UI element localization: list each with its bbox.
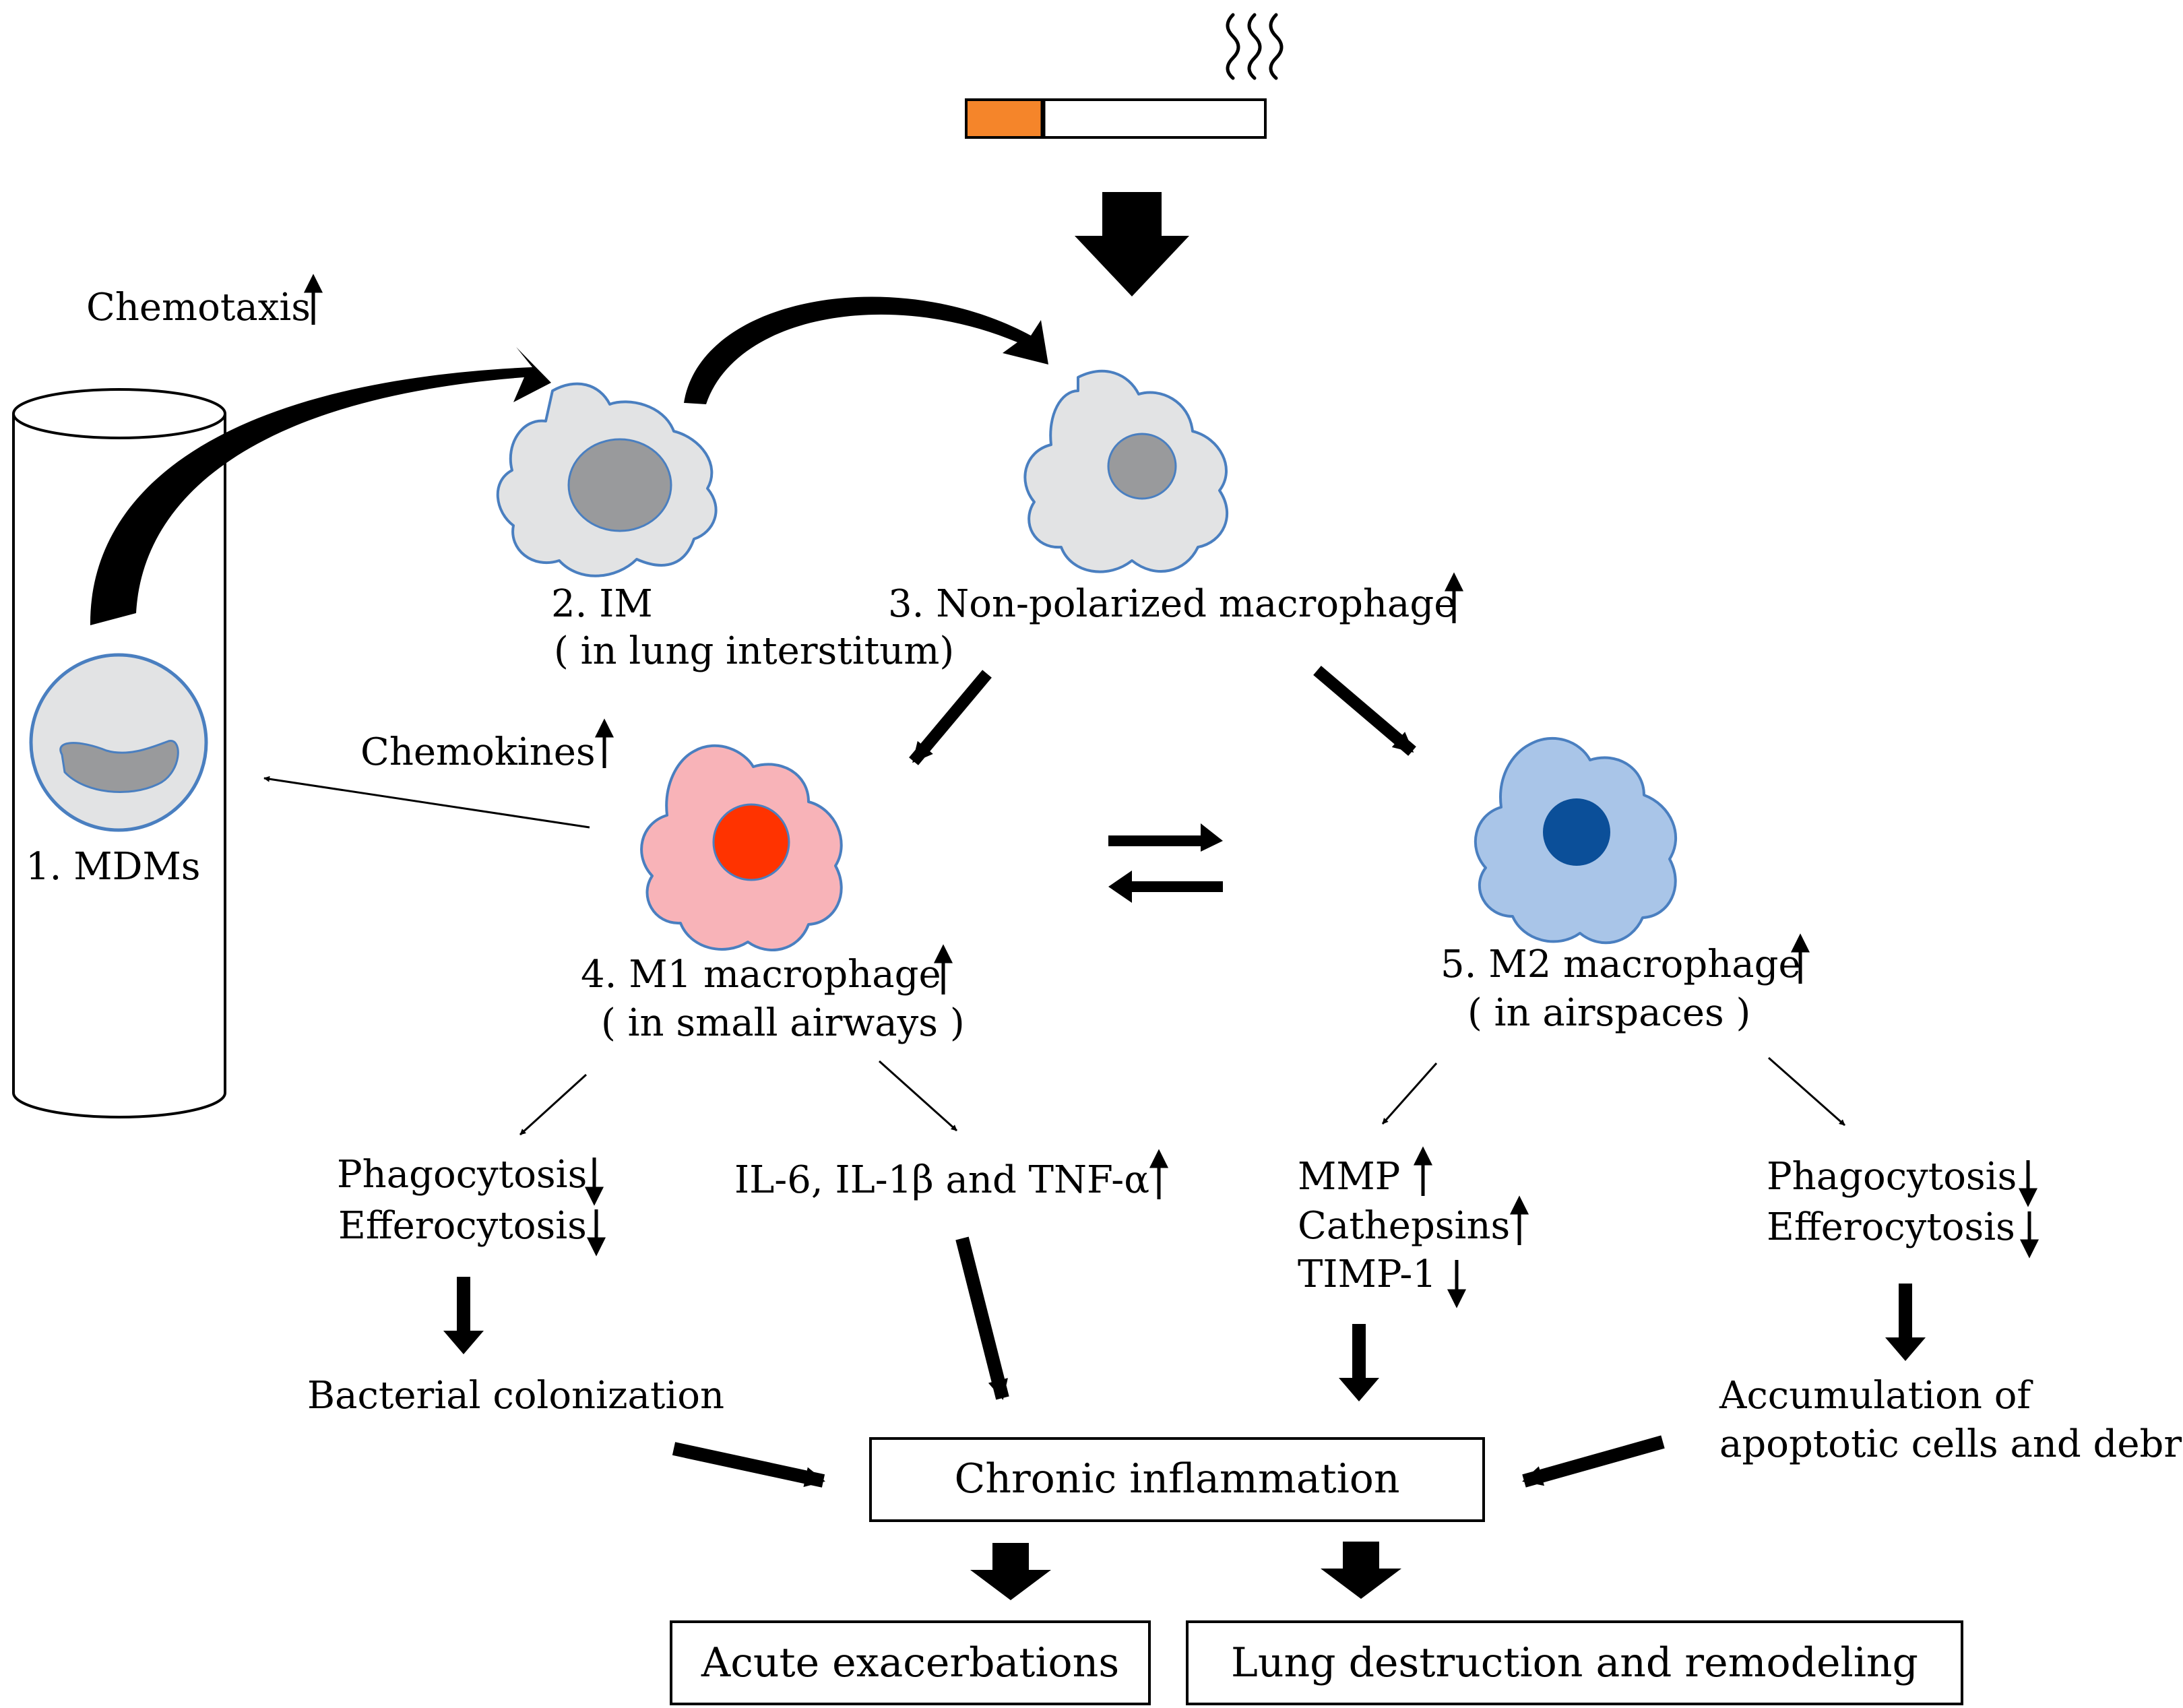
m1-to-cytokines-arrow: [878, 1060, 958, 1132]
chemokines-arrow: [263, 776, 590, 829]
im-location-label: ( in lung interstitum): [554, 629, 954, 673]
m1-phagocytosis-label: Phagocytosis: [337, 1153, 587, 1197]
m2-label: 5. M2 macrophage: [1441, 943, 1801, 986]
m2-phagocytosis-label: Phagocytosis: [1767, 1155, 2017, 1199]
nonpolarized-label: 3. Non-polarized macrophage: [888, 582, 1456, 626]
to-accumulation-arrow: [1885, 1284, 1926, 1361]
m1-location-label: ( in small airways ): [601, 1001, 965, 1045]
m2-to-mmp-arrow: [1381, 1063, 1438, 1125]
to-chronic-from-mmp-arrow: [1339, 1324, 1379, 1401]
cathepsins-label: Cathepsins: [1298, 1204, 1510, 1248]
chemotaxis-arrow: [90, 347, 551, 625]
m2-to-phagocytosis-arrow: [1768, 1056, 1845, 1127]
lung-destruction-text: Lung destruction and remodeling: [1231, 1639, 1918, 1686]
m2-efferocytosis-label: Efferocytosis: [1767, 1205, 2015, 1249]
nonpolarized-to-m2-arrow: [1313, 666, 1416, 756]
nonpolarized-cell-icon: [1023, 370, 1229, 573]
chronic-to-lung-arrow: [1321, 1542, 1401, 1599]
chemokines-label: Chemokines: [360, 730, 596, 774]
mdm-nucleus: [59, 740, 179, 794]
bacterial-label: Bacterial colonization: [307, 1374, 724, 1418]
nonpolarized-to-m1-arrow: [909, 670, 992, 765]
cigarette-body: [1042, 98, 1267, 139]
smoke-down-arrow: [1075, 192, 1189, 296]
m1-to-phagocytosis-arrow: [519, 1073, 588, 1136]
im-cell-icon: [496, 382, 718, 577]
mdm-cell-icon: [29, 653, 208, 832]
equilibrium-arrows-icon: [1108, 823, 1223, 903]
im-label: 2. IM: [551, 582, 653, 626]
timp-label: TIMP-1: [1298, 1253, 1436, 1296]
up-arrow-icon: [303, 274, 1810, 1245]
im-to-nonpolarized-arrow: [684, 296, 1048, 404]
accumulation-label-1: Accumulation of: [1719, 1374, 2033, 1418]
cytokines-to-chronic-arrow: [955, 1236, 1009, 1400]
chronic-inflammation-box: [869, 1437, 1485, 1522]
m1-efferocytosis-label: Efferocytosis: [338, 1204, 587, 1248]
blood-vessel-icon: [12, 388, 226, 1118]
m1-cell-icon: [640, 744, 843, 951]
chronic-inflammation-text: Chronic inflammation: [954, 1455, 1399, 1503]
down-arrow-icon: [584, 1158, 2039, 1308]
m2-location-label: ( in airspaces ): [1467, 991, 1750, 1035]
mdms-label: 1. MDMs: [26, 845, 201, 889]
chemotaxis-label: Chemotaxis: [86, 286, 311, 329]
cigarette-icon: [965, 98, 1267, 139]
to-bacterial-arrow: [443, 1277, 484, 1354]
m2-cell-icon: [1474, 737, 1677, 945]
mmp-label: MMP: [1298, 1155, 1400, 1199]
bacterial-to-chronic-arrow: [672, 1442, 825, 1488]
chronic-to-acute-arrow: [970, 1543, 1051, 1600]
smoke-icon: [1226, 13, 1284, 80]
lung-destruction-box: [1186, 1620, 1963, 1705]
acute-exacerbations-text: Acute exacerbations: [701, 1639, 1119, 1686]
accumulation-to-chronic-arrow: [1522, 1435, 1665, 1488]
accumulation-label-2: apoptotic cells and debris: [1719, 1422, 2183, 1466]
m1-label: 4. M1 macrophage: [581, 953, 941, 997]
cigarette-tip: [965, 98, 1044, 139]
cytokines-label: IL-6, IL-1β and TNF-α: [734, 1158, 1149, 1202]
acute-exacerbations-box: [670, 1620, 1151, 1705]
